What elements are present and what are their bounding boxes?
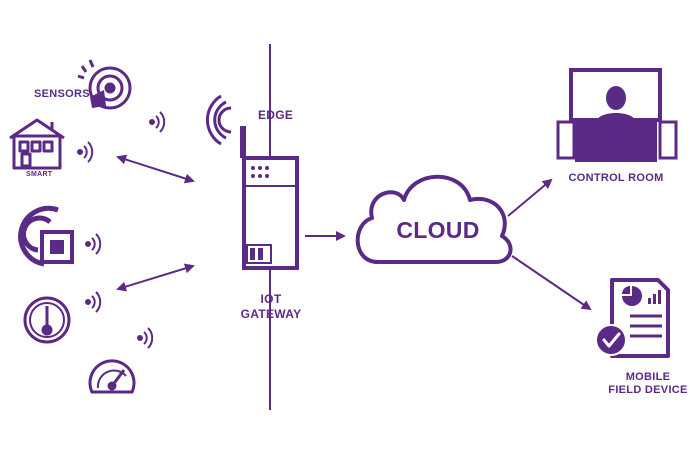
smart-label: SMART bbox=[26, 171, 53, 178]
iot-label: IOT bbox=[261, 292, 282, 306]
mobile-label: MOBILE bbox=[626, 371, 671, 383]
wifi-signal-icon bbox=[77, 141, 94, 163]
wifi-signal-icon bbox=[85, 291, 102, 313]
sensor-gateway-arrow-bottom bbox=[116, 263, 195, 292]
cloud-control-arrow bbox=[507, 178, 553, 217]
control-room-label: CONTROL ROOM bbox=[568, 172, 663, 184]
control-room-icon bbox=[556, 68, 678, 162]
field-device-label: FIELD DEVICE bbox=[608, 384, 687, 396]
thermometer-gauge-icon bbox=[23, 296, 71, 344]
smart-home-icon bbox=[9, 118, 65, 170]
sensors-label: SENSORS bbox=[34, 88, 90, 100]
wifi-signal-icon bbox=[149, 111, 166, 133]
wifi-signal-icon bbox=[85, 233, 102, 255]
cloud-icon bbox=[355, 174, 513, 264]
iot-gateway-icon bbox=[205, 94, 299, 270]
gateway-label: GATEWAY bbox=[241, 307, 302, 321]
edge-label: EDGE bbox=[258, 108, 293, 122]
cloud-mobile-arrow bbox=[511, 255, 592, 311]
wifi-signal-icon bbox=[137, 327, 154, 349]
sensor-gateway-arrow-top bbox=[116, 154, 195, 184]
speedometer-icon bbox=[88, 359, 136, 394]
target-sensor-icon bbox=[18, 205, 74, 267]
cloud-label: CLOUD bbox=[396, 217, 479, 243]
report-document-icon bbox=[595, 278, 670, 358]
radar-sensor-icon bbox=[77, 59, 132, 110]
